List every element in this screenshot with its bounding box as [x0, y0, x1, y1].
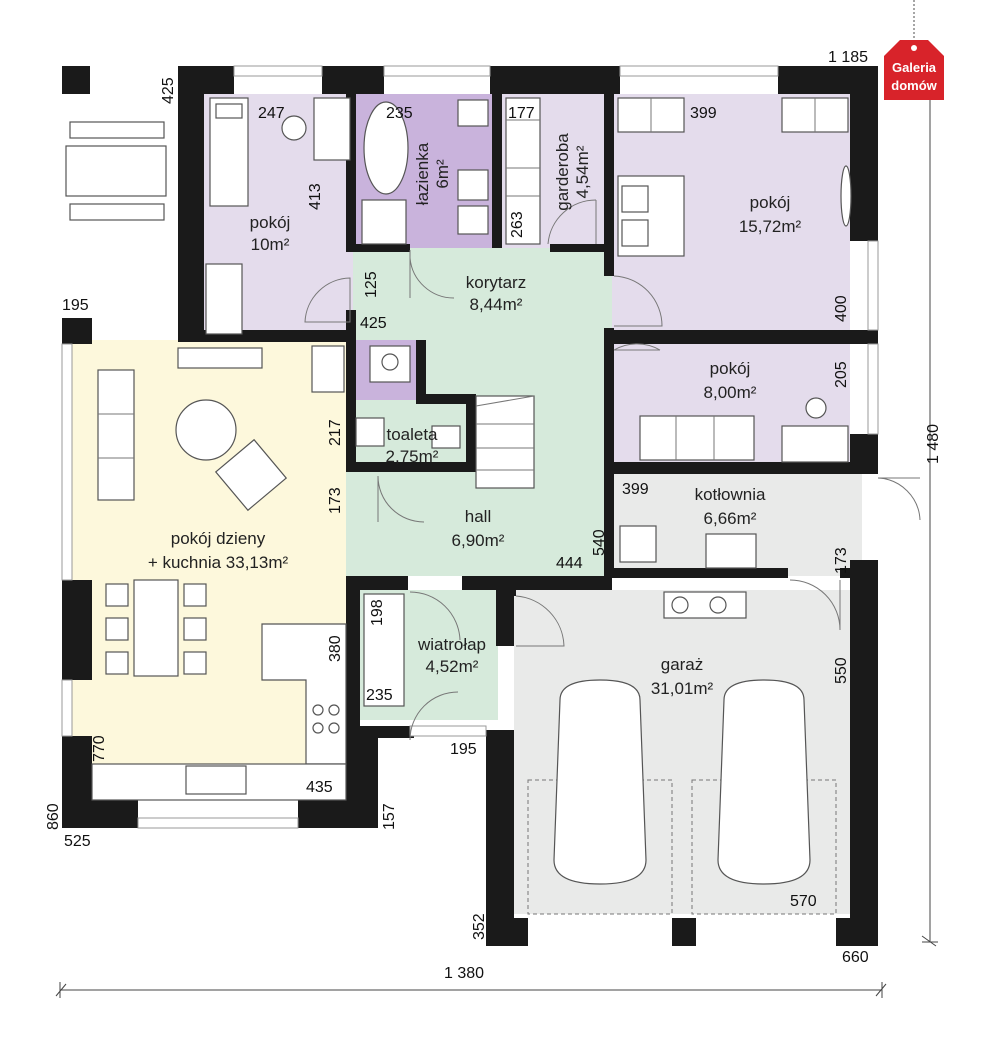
dim-399-mid: 399: [622, 481, 649, 498]
doors: [304, 199, 921, 741]
brand-line2: domów: [891, 78, 937, 93]
label-pokoj-small-name: pokój: [250, 213, 291, 232]
dim-top-right: 1 185: [828, 49, 868, 66]
dim-413: 413: [307, 183, 324, 210]
dim-1380: 1 380: [444, 965, 484, 982]
label-garderoba-area: 4,54m²: [573, 145, 592, 198]
dim-195-bottom: 195: [450, 741, 477, 758]
label-lazienka-name: łazienka: [413, 142, 432, 205]
dimension-labels: 1 185 425 247 413 235 177 263 399 125 42…: [45, 49, 942, 982]
label-garaz-name: garaż: [661, 655, 704, 674]
label-toaleta-name: toaleta: [386, 425, 438, 444]
label-kotlownia-area: 6,66m²: [704, 509, 757, 528]
label-garderoba-name: garderoba: [553, 133, 572, 211]
dim-235-bottom: 235: [366, 687, 393, 704]
dim-195-left: 195: [62, 297, 89, 314]
dimension-lines: [55, 96, 938, 998]
label-korytarz-area: 8,44m²: [470, 295, 523, 314]
dim-1480: 1 480: [925, 424, 942, 464]
label-pokoj-big-area: 15,72m²: [739, 217, 802, 236]
label-pokoj-mid-area: 8,00m²: [704, 383, 757, 402]
dim-177: 177: [508, 105, 535, 122]
walls: [62, 66, 878, 946]
dim-173-right: 173: [833, 547, 850, 574]
label-korytarz-name: korytarz: [466, 273, 526, 292]
label-pokoj-mid-name: pokój: [710, 359, 751, 378]
label-hall-name: hall: [465, 507, 491, 526]
dim-198: 198: [369, 599, 386, 626]
dim-570: 570: [790, 893, 817, 910]
label-wiatrolap-name: wiatrołap: [417, 635, 486, 654]
dim-247: 247: [258, 105, 285, 122]
dim-399-top: 399: [690, 105, 717, 122]
dim-235-top: 235: [386, 105, 413, 122]
dim-217: 217: [327, 419, 344, 446]
label-garaz-area: 31,01m²: [651, 679, 714, 698]
label-lazienka-area: 6m²: [433, 159, 452, 189]
furniture: [65, 97, 852, 915]
windows: [61, 65, 879, 829]
label-hall-area: 6,90m²: [452, 531, 505, 550]
label-wiatrolap-area: 4,52m²: [426, 657, 479, 676]
dim-770: 770: [91, 735, 108, 762]
dim-352: 352: [471, 913, 488, 940]
dim-860: 860: [45, 803, 62, 830]
dim-205: 205: [833, 361, 850, 388]
dim-435: 435: [306, 779, 333, 796]
dim-left-top: 425: [160, 77, 177, 104]
dim-400: 400: [833, 295, 850, 322]
label-kotlownia-name: kotłownia: [695, 485, 766, 504]
dim-660: 660: [842, 949, 869, 966]
dim-173-left: 173: [327, 487, 344, 514]
label-dzienny-name: pokój dzieny: [171, 529, 266, 548]
dim-380: 380: [327, 635, 344, 662]
dim-125: 125: [363, 271, 380, 298]
brand-line1: Galeria: [892, 60, 937, 75]
dim-525: 525: [64, 833, 91, 850]
dim-550: 550: [833, 657, 850, 684]
dim-425-mid: 425: [360, 315, 387, 332]
label-pokoj-big-name: pokój: [750, 193, 791, 212]
dim-540: 540: [591, 529, 608, 556]
room-labels: pokój 10m² łazienka 6m² garderoba 4,54m²…: [148, 133, 802, 698]
dim-263: 263: [509, 211, 526, 238]
label-dzienny-area: + kuchnia 33,13m²: [148, 553, 289, 572]
fill-korytarz: [353, 248, 612, 330]
dim-444: 444: [556, 555, 583, 572]
label-toaleta-area: 2,75m²: [386, 447, 439, 466]
brand-tag: Galeria domów: [884, 0, 944, 100]
dim-157: 157: [381, 803, 398, 830]
label-pokoj-small-area: 10m²: [251, 235, 290, 254]
